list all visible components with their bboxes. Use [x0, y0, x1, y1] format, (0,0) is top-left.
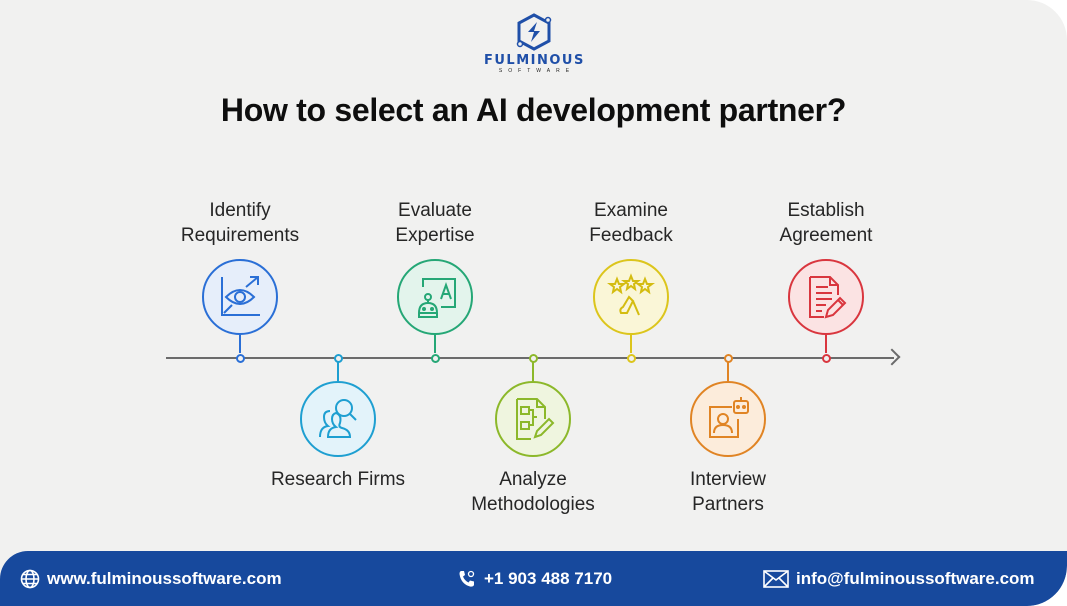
- robot-presentation-icon: [397, 259, 473, 335]
- step-stem: [825, 335, 827, 353]
- step-dot: [235, 353, 245, 363]
- footer-website[interactable]: www.fulminoussoftware.com: [20, 551, 282, 606]
- step-label-line1: Evaluate: [398, 200, 472, 221]
- envelope-icon: [763, 569, 789, 588]
- step-stem: [532, 362, 534, 381]
- phone-number[interactable]: +1 903 488 7170: [484, 568, 613, 588]
- step-label: Establish Agreement: [736, 199, 916, 248]
- step-label-line2: Requirements: [180, 224, 300, 246]
- step-stem: [434, 335, 436, 353]
- contract-pen-icon: [788, 259, 864, 335]
- website-link[interactable]: www.fulminoussoftware.com: [47, 568, 282, 588]
- timeline-arrow-icon: [883, 348, 901, 366]
- step-label-line2: Feedback: [589, 224, 673, 246]
- step-dot: [430, 353, 440, 363]
- phone-icon: [459, 570, 475, 587]
- step-label-line1: Establish: [787, 200, 865, 221]
- email-link[interactable]: info@fulminoussoftware.com: [796, 568, 1035, 588]
- step-label: Analyze Methodologies: [443, 468, 623, 517]
- step-label-line2: Partners: [692, 493, 764, 515]
- step-dot: [723, 353, 733, 363]
- step-label: Interview Partners: [638, 468, 818, 517]
- step-label-line1: Research Firms: [270, 469, 406, 490]
- step-dot: [626, 353, 636, 363]
- step-label-line2: Agreement: [779, 224, 873, 246]
- contact-footer: www.fulminoussoftware.com +1 903 488 717…: [0, 551, 1067, 606]
- brand-name: FULMINOUS: [484, 53, 585, 68]
- step-label-line2: Expertise: [395, 224, 475, 246]
- stars-thumbs-up-icon: [593, 259, 669, 335]
- step-stem: [727, 362, 729, 381]
- step-stem: [337, 362, 339, 381]
- brand-logo: FULMINOUS SOFTWARE: [484, 12, 584, 84]
- page-title: How to select an AI development partner?: [220, 92, 847, 128]
- footer-phone[interactable]: +1 903 488 7170: [457, 551, 612, 606]
- step-dot: [528, 353, 538, 363]
- brand-tagline: SOFTWARE: [498, 68, 576, 74]
- step-label-line1: Interview: [689, 469, 767, 490]
- step-label-line1: Identify: [209, 200, 271, 221]
- people-search-icon: [300, 381, 376, 457]
- footer-email[interactable]: info@fulminoussoftware.com: [763, 551, 1035, 606]
- step-label-line2: Methodologies: [471, 493, 595, 515]
- robot-interview-icon: [690, 381, 766, 457]
- step-dot: [333, 353, 343, 363]
- step-label-line1: Analyze: [499, 469, 567, 490]
- step-label: Identify Requirements: [150, 199, 330, 248]
- step-label: Research Firms: [248, 468, 428, 493]
- globe-icon: [20, 569, 40, 588]
- step-label-line1: Examine: [594, 200, 668, 221]
- step-label: Evaluate Expertise: [345, 199, 525, 248]
- step-stem: [630, 335, 632, 353]
- eye-chart-icon: [202, 259, 278, 335]
- step-dot: [821, 353, 831, 363]
- lightning-hexagon-icon: [516, 13, 552, 51]
- step-stem: [239, 335, 241, 353]
- step-label: Examine Feedback: [541, 199, 721, 248]
- flowchart-document-icon: [495, 381, 571, 457]
